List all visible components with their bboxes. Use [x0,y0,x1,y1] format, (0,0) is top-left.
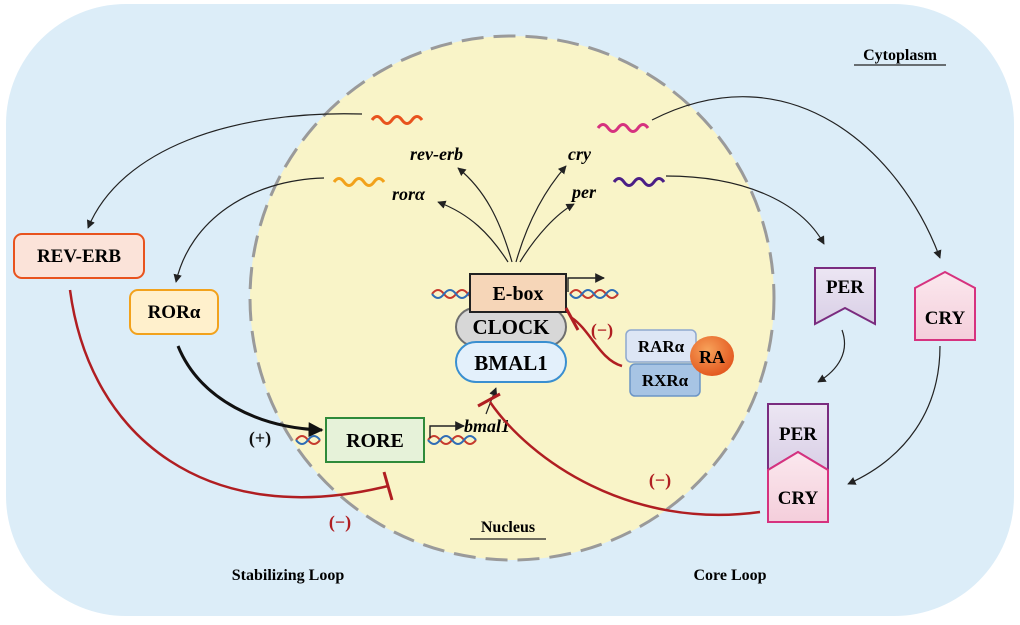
ror-alpha-label: RORα [148,302,201,323]
rore-inhibition-sign: (−) [329,512,351,533]
ra-ligand [690,336,734,376]
cry-to-complex-arrow [847,345,941,485]
complex-cry-label: CRY [778,488,819,509]
clock-label: CLOCK [472,315,550,339]
rxr-alpha-label: RXRα [642,371,689,390]
cry-export-arrow [651,96,942,259]
rev-erb-transcript-label: rev-erb [410,144,463,164]
core-inhibition-sign: (−) [649,470,671,491]
per-protein [814,267,876,326]
cytoplasm-label: Cytoplasm [863,47,937,64]
nucleus-label: Nucleus [481,519,535,536]
core-loop-label: Core Loop [693,567,766,584]
bmal1-translation-arrow [485,387,498,415]
ror-alpha-export-arrow [173,177,325,283]
ror-alpha-transcript-label: rorα [392,184,426,204]
rore-label: RORE [346,430,404,452]
bmal1-transcript-label: bmal1 [464,416,510,436]
rar-alpha-label: RARα [638,337,685,356]
ebox-to-rev-erb-arrow [457,167,513,263]
ror-alpha-activation-arrow [176,345,324,438]
complex-per-label: PER [779,424,817,445]
per-mrna-icon [612,177,666,187]
ebox-element [469,273,567,313]
cry-transcript-label: cry [568,144,592,164]
bmal1-protein [455,341,567,383]
ebox-to-per-arrow [519,203,575,263]
complex-cry-protein [767,450,829,523]
activation-sign: (+) [249,428,271,449]
ebox-to-ror-alpha-arrow [437,200,509,263]
cry-label: CRY [925,308,966,329]
ror-alpha-protein [129,289,219,335]
ebox-to-cry-arrow [515,165,567,263]
ebox-transcription-start-icon [567,273,605,292]
rxr-alpha-protein [629,363,701,397]
per-export-arrow [665,175,825,245]
rar-inhibition-line [571,316,623,368]
cry-mrna-icon [596,123,650,133]
per-label: PER [826,277,864,298]
stabilizing-loop-label: Stabilizing Loop [232,567,345,584]
rev-erb-export-arrow [86,113,363,229]
ebox-label: E-box [492,283,543,305]
rev-erb-label: REV-ERB [37,246,121,267]
per-to-complex-arrow [817,329,846,383]
bmal1-label: BMAL1 [474,351,548,375]
rar-inhibition-bar [564,307,580,331]
cry-protein [914,270,976,341]
ra-label: RA [699,347,725,367]
per-cry-inhibition-bar [477,392,501,408]
rev-erb-protein [13,233,145,279]
ebox-inhibition-sign: (−) [591,320,613,341]
per-transcript-label: per [570,182,597,202]
rev-erb-inhibition-bar [382,471,394,501]
rev-erb-inhibition-line [68,289,389,499]
ror-alpha-mrna-icon [332,177,386,187]
rore-transcription-start-icon [429,421,465,438]
rev-erb-mrna-icon [370,115,424,125]
rore-element [325,417,425,463]
per-cry-inhibition-line [488,401,761,517]
rore-dna-strand-icon [295,435,477,445]
